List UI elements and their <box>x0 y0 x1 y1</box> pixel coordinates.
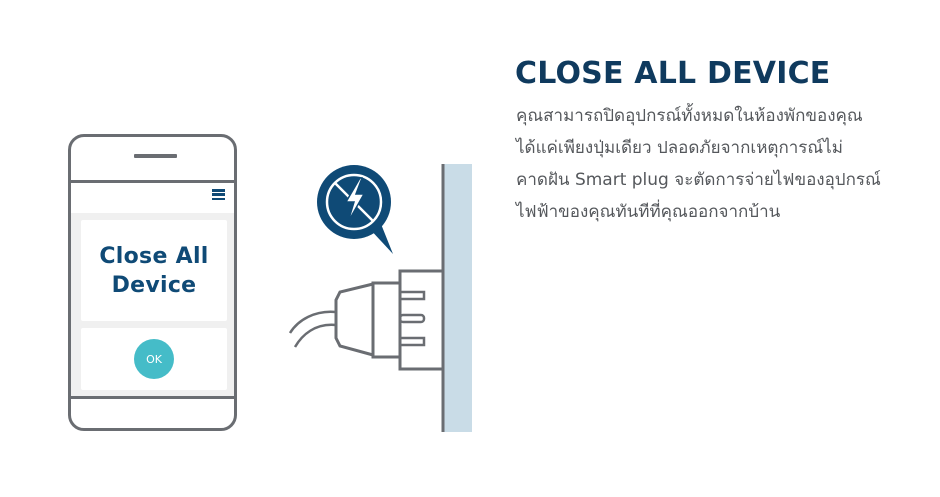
no-electricity-icon <box>317 165 393 254</box>
description-line: ไฟฟ้าของคุณทันทีที่คุณออกจากบ้าน <box>516 202 781 222</box>
phone-screen: Close All Device OK <box>71 183 234 396</box>
wall-panel <box>444 164 472 432</box>
phone-top-divider <box>71 180 234 183</box>
description-line: คุณสามารถปิดอุปกรณ์ทั้งหมดในห้องพักของคุ… <box>516 106 863 126</box>
phone-illustration: Close All Device OK <box>68 134 237 431</box>
ok-button[interactable]: OK <box>134 339 174 379</box>
phone-menu-bar <box>71 183 234 213</box>
description-line: ได้แค่เพียงปุ่มเดียว ปลอดภัยจากเหตุการณ์… <box>516 138 843 158</box>
ok-card: OK <box>81 328 227 390</box>
plug-icon <box>371 281 402 359</box>
hamburger-menu-icon[interactable] <box>212 189 225 200</box>
description: คุณสามารถปิดอุปกรณ์ทั้งหมดในห้องพักของคุ… <box>516 100 916 228</box>
phone-bottom-divider <box>71 396 234 399</box>
card-title-line1: Close All <box>99 243 209 269</box>
card-title-line2: Device <box>111 272 197 298</box>
plug-wall-illustration <box>288 164 472 432</box>
card-title: Close All Device <box>99 242 208 300</box>
close-all-card: Close All Device <box>81 220 227 321</box>
page-title: CLOSE ALL DEVICE <box>515 56 831 91</box>
phone-speaker <box>134 154 177 158</box>
description-line: คาดฝัน Smart plug จะตัดการจ่ายไฟของอุปกร… <box>516 170 881 190</box>
